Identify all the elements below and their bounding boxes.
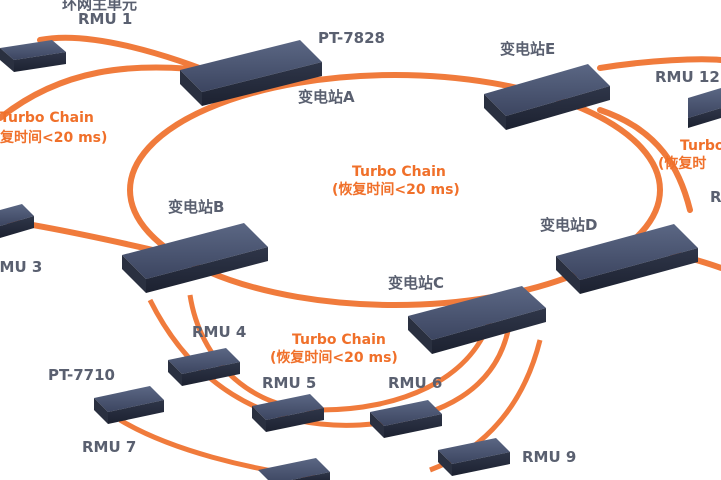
labels: 环网主单元 RMU 1 PT-7828 变电站A 变电站E RMU 12 变电站… — [0, 0, 721, 466]
rmu3-label: RMU 3 — [0, 258, 42, 276]
network-switch-icon[interactable] — [252, 394, 324, 432]
rmu4-label: RMU 4 — [192, 323, 246, 341]
network-switch-icon[interactable] — [122, 223, 268, 293]
station-b-label: 变电站B — [168, 198, 224, 216]
rmu1-label-line1: 环网主单元 — [62, 0, 137, 13]
center-ring-recovery: (恢复时间<20 ms) — [332, 181, 460, 198]
network-switch-icon[interactable] — [408, 286, 546, 354]
rmu1-label: RMU 1 — [78, 10, 132, 28]
station-d-label: 变电站D — [540, 216, 597, 234]
pt7710-label: PT-7710 — [48, 366, 115, 384]
rmu12-label: RMU 12 — [655, 68, 720, 86]
bottom-ring-title: Turbo Chain — [292, 332, 386, 348]
network-switch-icon[interactable] — [370, 400, 442, 438]
station-e-label: 变电站E — [500, 40, 555, 58]
right-upper-arc — [597, 107, 693, 213]
left-ring-title: Turbo Chain — [0, 110, 94, 126]
network-switch-icon[interactable] — [0, 204, 34, 238]
station-c-label: 变电站C — [388, 274, 444, 292]
r-fragment-label: R — [710, 188, 721, 206]
bottom-ring-recovery: (恢复时间<20 ms) — [270, 349, 398, 366]
network-switch-icon[interactable] — [168, 348, 240, 386]
network-switch-icon[interactable] — [438, 438, 510, 476]
pt7828-label: PT-7828 — [318, 29, 385, 47]
right-ring-title: Turbo — [680, 138, 721, 154]
network-switch-icon[interactable] — [94, 386, 164, 424]
network-switch-icon[interactable] — [484, 64, 610, 130]
devices — [0, 40, 721, 480]
main-ring — [127, 72, 663, 308]
network-switch-icon[interactable] — [688, 88, 721, 128]
rmu7-label: RMU 7 — [82, 438, 136, 456]
rmu9-label: RMU 9 — [522, 448, 576, 466]
station-a-label: 变电站A — [298, 88, 355, 106]
rmu6-label: RMU 6 — [388, 374, 442, 392]
network-switch-icon[interactable] — [180, 40, 322, 106]
left-ring-recovery: 复时间<20 ms) — [0, 129, 107, 146]
network-switch-icon[interactable] — [556, 224, 698, 294]
center-ring-title: Turbo Chain — [352, 164, 446, 180]
right-ring-recovery: (恢复时 — [658, 155, 706, 172]
network-switch-icon[interactable] — [258, 458, 330, 480]
rmu5-label: RMU 5 — [262, 374, 316, 392]
network-switch-icon[interactable] — [0, 40, 66, 72]
